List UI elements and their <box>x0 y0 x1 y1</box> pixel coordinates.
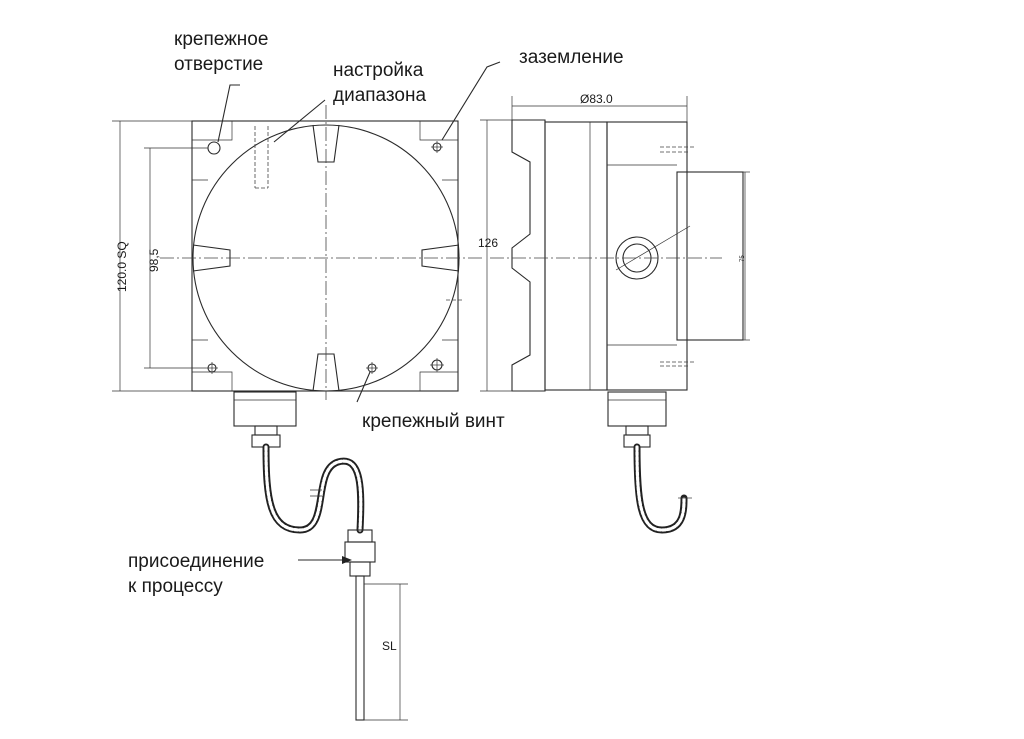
hole-spacing-dimension-label: 98,5 <box>147 248 161 272</box>
depth-dimension-label: Ø83.0 <box>580 92 613 106</box>
box-dimension-label: 75 <box>740 255 746 262</box>
mounting-hole-leader <box>217 84 240 143</box>
grounding-label: заземление <box>519 47 624 68</box>
side-ribs <box>192 179 458 341</box>
mounting-hole-label-line2: отверстие <box>174 54 263 75</box>
mounting-hole-label-line1: крепежное <box>174 29 268 50</box>
corner-box-tr <box>419 121 458 141</box>
side-body <box>544 121 608 391</box>
callout-labels: крепежное отверстие настройка диапазона … <box>128 29 624 597</box>
corner-box-tl <box>192 121 233 141</box>
side-nut-1 <box>625 425 649 436</box>
process-connection-label-line1: присоединение <box>128 551 264 572</box>
overall-dimension-label: 120.0 SQ <box>115 241 129 292</box>
side-hidden-marks <box>660 146 695 367</box>
front-capillary-hose <box>262 443 365 534</box>
front-nut-1 <box>254 425 278 436</box>
range-adjust-leader <box>273 99 326 143</box>
screw-bl-icon <box>206 362 218 374</box>
height-dimension-label: 126 <box>478 236 498 250</box>
corner-box-br <box>419 371 458 391</box>
hose-clip <box>310 489 322 497</box>
mounting-hole-icon <box>207 141 221 155</box>
front-fitting-block <box>233 391 297 427</box>
grounding-leader <box>441 61 501 141</box>
side-rear-housing <box>606 121 688 391</box>
notch-right <box>421 244 460 272</box>
side-fitting-block <box>607 391 667 427</box>
screw-br-icon <box>430 358 444 372</box>
side-flange <box>511 119 546 392</box>
range-adjust-label-line1: настройка <box>333 60 424 81</box>
range-adjust-slot <box>254 126 269 189</box>
terminal-box <box>676 171 744 341</box>
sl-dimension-label: SL <box>382 639 397 653</box>
side-view: Ø83.0 126 75 <box>478 92 750 534</box>
corner-box-bl <box>192 371 233 391</box>
sensor-stem <box>355 575 365 721</box>
process-nut-2 <box>349 561 371 577</box>
leader-lines <box>217 61 501 564</box>
process-connection-label-line2: к процессу <box>128 576 223 597</box>
mounting-screw-leader <box>356 371 371 403</box>
mounting-screw-label: крепежный винт <box>362 411 505 432</box>
front-view: SL 120.0 SQ 98,5 <box>112 105 482 721</box>
screw-mid-icon <box>366 362 378 374</box>
screw-tr-icon <box>431 141 443 153</box>
range-adjust-label-line2: диапазона <box>333 85 426 106</box>
